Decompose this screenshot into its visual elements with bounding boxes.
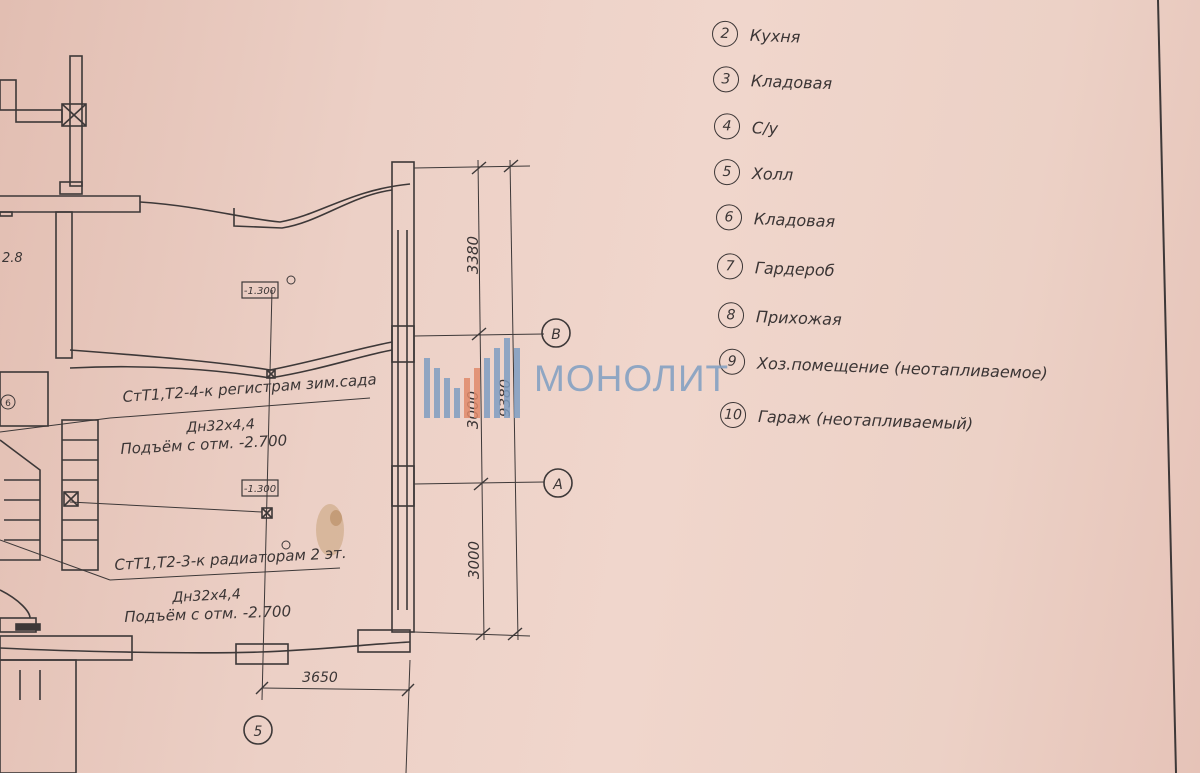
watermark-text: МОНОЛИТ [534,358,730,399]
legend-number: 8 [717,301,745,329]
axis-b-circle [541,318,571,348]
wall-b-line [69,341,393,371]
axis-a-circle [543,468,573,498]
level-mark-lower: -1.300 [244,484,276,495]
legend-item: 4 С/у [713,112,779,141]
legend-number: 5 [713,158,741,186]
exterior-wall-right [391,161,415,633]
legend-label: Холл [751,163,794,184]
legend-number: 2 [711,20,739,48]
room-mark-left: 2.8 [2,251,23,266]
legend-number: 7 [716,252,744,280]
watermark: МОНОЛИТ [424,338,729,420]
interior-wall [55,211,73,359]
stair-block [61,419,99,571]
axis-a-label: А [552,477,563,493]
dim-line-inner [477,159,485,641]
level-mark-upper: -1.300 [244,286,276,297]
legend-item: 5 Холл [713,158,794,188]
legend-number: 6 [715,203,743,231]
legend-label: С/у [751,117,779,138]
curved-wall-top [139,183,411,223]
legend-label: Кухня [749,25,801,47]
window-bottom [235,643,289,665]
legend-number: 4 [713,112,741,140]
legend-label: Прихожая [755,306,842,329]
column-a [391,465,415,507]
legend-item: 8 Прихожая [717,301,843,332]
axis-5-circle [243,715,273,745]
axis-b-label: В [551,327,561,343]
legend-item: 6 Кладовая [715,203,836,234]
axis-b-line [413,333,545,337]
axis-5-label: 5 [254,724,263,740]
legend-label: Гардероб [754,257,835,280]
monolith-logo-icon [424,338,520,418]
dim-bottom: 3000 [465,541,483,579]
legend-number: 3 [712,65,740,93]
dim-top: 3380 [464,236,482,274]
legend-label: Кладовая [753,208,836,231]
riser-lower [261,507,273,519]
dim-horizontal: 3650 [302,670,338,686]
legend-item: 7 Гардероб [716,252,835,283]
left-column-wall [69,55,83,187]
legend-item: 3 Кладовая [712,65,833,96]
legend-label: Кладовая [750,70,833,93]
sheet-border [1157,0,1177,773]
axis-a-line [413,481,545,485]
room-mark-circle: 6 [5,399,11,409]
level-mark-upper-box [241,281,279,299]
column-b [391,325,415,363]
stairs [0,439,41,561]
wall-a-bottom [0,641,411,654]
riser-upper [266,369,276,379]
level-mark-lower-box [241,479,279,497]
legend-label: Гараж (неотапливаемый) [757,406,974,433]
legend-item: 2 Кухня [711,20,801,49]
dim-line-horizontal [261,687,411,691]
axis-5-line [261,289,273,701]
